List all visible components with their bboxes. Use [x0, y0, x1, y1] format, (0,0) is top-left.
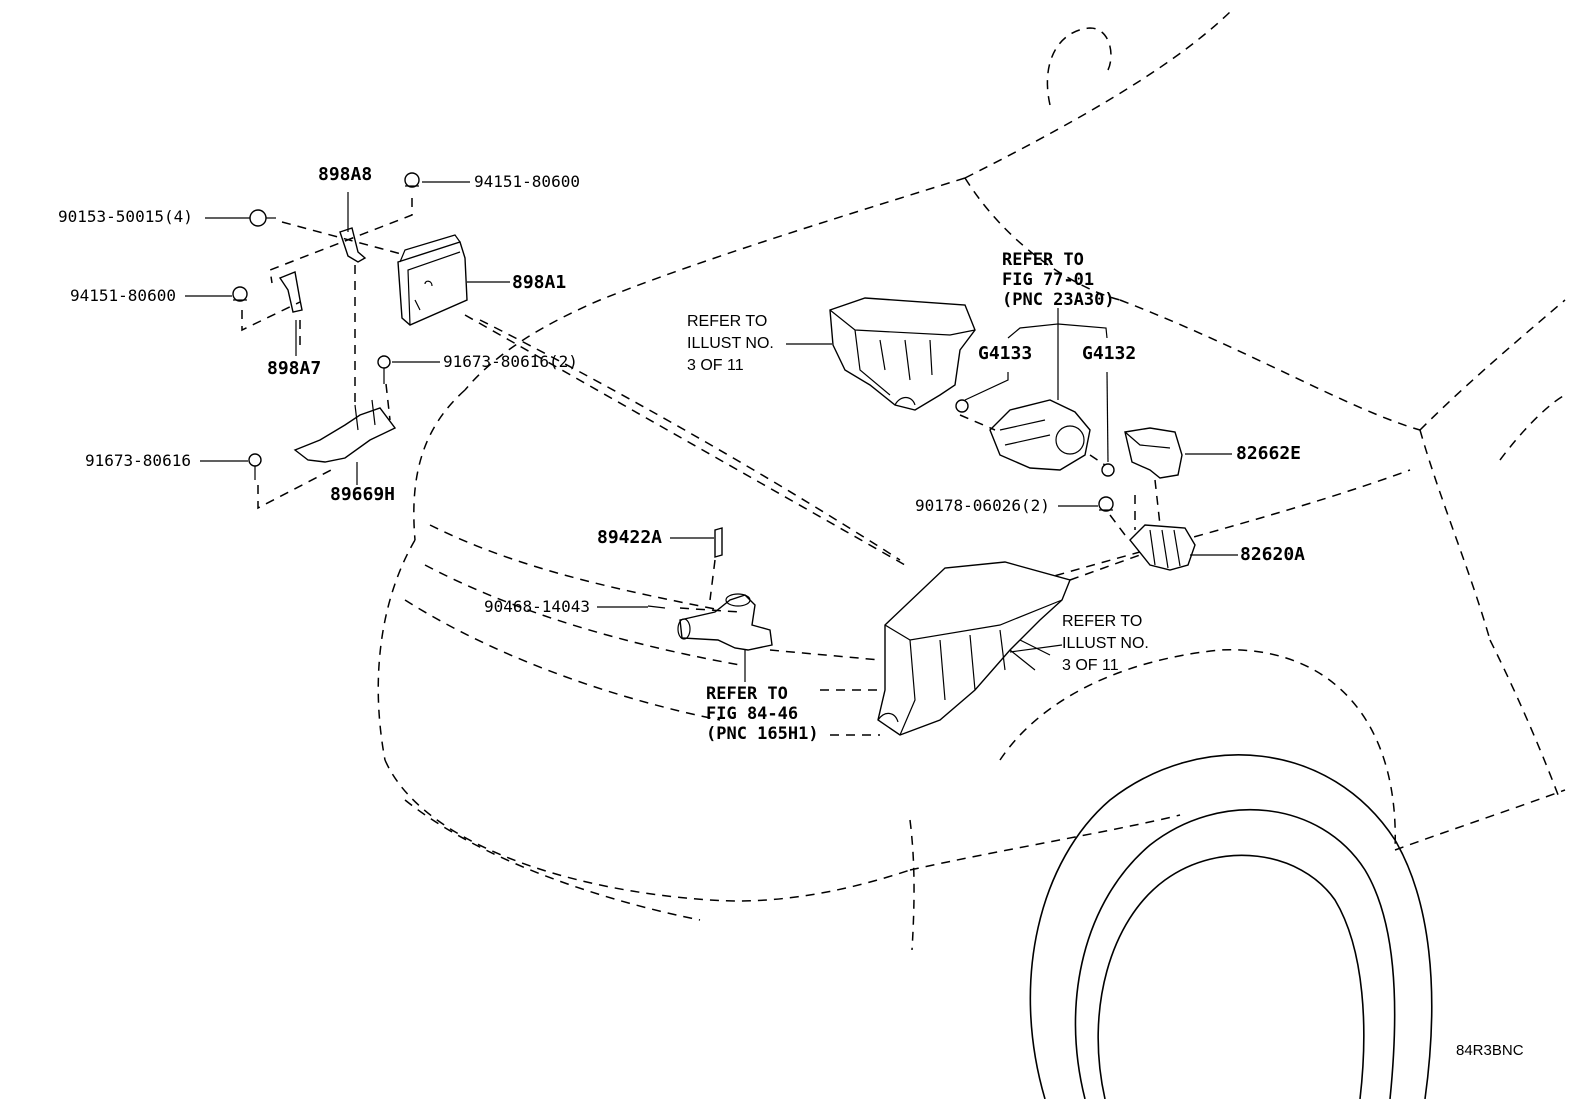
- diagram-code: 84R3BNC: [1456, 1042, 1524, 1059]
- ecu-module: [397, 234, 468, 326]
- label-89669h: 89669H: [330, 484, 396, 505]
- ref-illust-left: REFER TO ILLUST NO. 3 OF 11: [687, 311, 774, 377]
- label-898a1: 898A1: [512, 272, 567, 293]
- ref-fig-84-line1: REFER TO: [706, 684, 788, 704]
- label-90153: 90153-50015(4): [58, 207, 193, 226]
- relay-block-lower: [877, 561, 1071, 736]
- label-91673: 91673-80616: [85, 451, 191, 470]
- ref-fig-84-line3: (PNC 165H1): [706, 724, 819, 744]
- label-82620a: 82620A: [1240, 544, 1306, 565]
- car-body-outline: [377, 11, 1566, 951]
- label-90178: 90178-06026(2): [915, 496, 1050, 515]
- fasteners: [232, 172, 1115, 512]
- label-82662e: 82662E: [1236, 443, 1302, 464]
- label-g4132: G4132: [1082, 343, 1137, 364]
- ref-fig-77-line1: REFER TO: [1002, 250, 1084, 270]
- ref-fig-77-line2: FIG 77-01: [1002, 270, 1095, 290]
- label-898a7: 898A7: [267, 358, 322, 379]
- bracket-898a8: [339, 227, 367, 263]
- bracket-82662e: [1124, 427, 1183, 479]
- ref-illust-left-line2: ILLUST NO.: [687, 335, 774, 352]
- front-wheel: [1029, 754, 1433, 1099]
- relay-block-upper: [829, 297, 976, 411]
- label-89422a: 89422A: [597, 527, 663, 548]
- ref-fig-84-line2: FIG 84-46: [706, 704, 799, 724]
- label-90468: 90468-14043: [484, 597, 590, 616]
- ref-illust-left-line3: 3 OF 11: [687, 357, 744, 374]
- ref-fig-77-line3: (PNC 23A30): [1002, 290, 1115, 310]
- hose-joint: [647, 527, 773, 651]
- ref-fig-77: REFER TO FIG 77-01 (PNC 23A30): [1002, 250, 1115, 310]
- label-91673-2: 91673-80616(2): [443, 352, 578, 371]
- bracket-898a7: [278, 271, 303, 313]
- label-94151-top: 94151-80600: [474, 172, 580, 191]
- label-94151-mid: 94151-80600: [70, 286, 176, 305]
- label-g4133: G4133: [978, 343, 1033, 364]
- ref-illust-right-line1: REFER TO: [1062, 613, 1143, 630]
- ref-illust-right-line2: ILLUST NO.: [1062, 635, 1149, 652]
- ref-illust-left-line1: REFER TO: [687, 313, 768, 330]
- ref-illust-right: REFER TO ILLUST NO. 3 OF 11: [1062, 611, 1149, 677]
- label-898a8: 898A8: [318, 164, 373, 185]
- assembly-lines: [241, 198, 1161, 736]
- ref-illust-right-line3: 3 OF 11: [1062, 657, 1119, 674]
- leader-lines: [185, 181, 1238, 682]
- ref-fig-84: REFER TO FIG 84-46 (PNC 165H1): [706, 684, 819, 744]
- relay-82620a: [1129, 524, 1196, 571]
- valve-assembly: [989, 399, 1091, 471]
- bracket-89669h: [293, 399, 397, 463]
